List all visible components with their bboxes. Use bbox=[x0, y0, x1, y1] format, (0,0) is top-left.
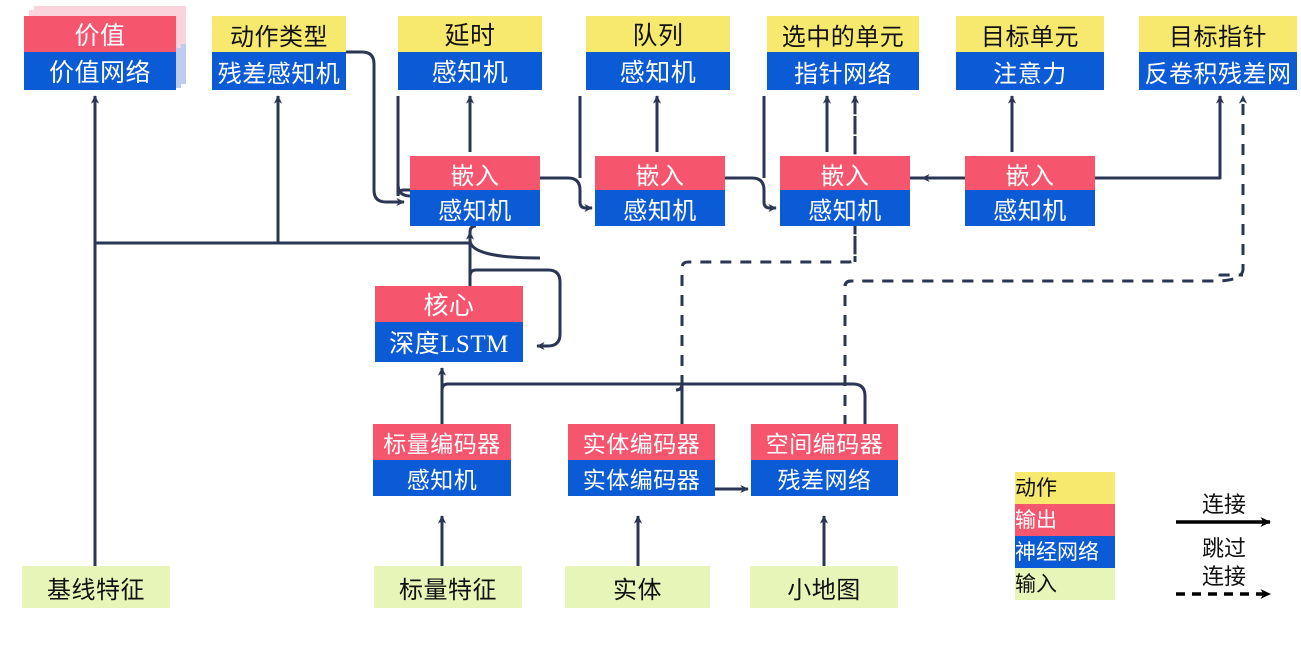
node-delay-top: 延时 bbox=[398, 16, 542, 52]
node-value-top: 价值 bbox=[24, 16, 176, 52]
node-value[interactable]: 价值 价值网络 bbox=[24, 16, 176, 90]
legend-swatch-output: 输出 bbox=[1015, 504, 1115, 536]
node-delay[interactable]: 延时 感知机 bbox=[398, 16, 542, 90]
node-input-minimap-label: 小地图 bbox=[750, 566, 898, 608]
node-core[interactable]: 核心 深度LSTM bbox=[375, 286, 523, 362]
node-selected-unit-bottom: 指针网络 bbox=[767, 52, 919, 90]
node-embed-3-bottom: 感知机 bbox=[780, 190, 910, 226]
node-entity-encoder-bottom: 实体编码器 bbox=[568, 460, 715, 496]
legend-swatches: 动作 输出 神经网络 输入 bbox=[1015, 472, 1115, 600]
node-target-unit-bottom: 注意力 bbox=[956, 52, 1104, 90]
node-selected-unit[interactable]: 选中的单元 指针网络 bbox=[767, 16, 919, 90]
node-embed-4-bottom: 感知机 bbox=[965, 190, 1095, 226]
node-selected-unit-top: 选中的单元 bbox=[767, 16, 919, 52]
legend-swatch-network: 神经网络 bbox=[1015, 536, 1115, 568]
node-embed-1-bottom: 感知机 bbox=[410, 190, 540, 226]
node-embed-2-bottom: 感知机 bbox=[595, 190, 725, 226]
node-embed-4[interactable]: 嵌入 感知机 bbox=[965, 156, 1095, 226]
node-target-pointer-bottom: 反卷积残差网 bbox=[1139, 52, 1297, 90]
node-input-scalar[interactable]: 标量特征 bbox=[374, 566, 522, 608]
node-input-entity[interactable]: 实体 bbox=[565, 566, 710, 608]
legend-skip-label-line2: 连接 bbox=[1201, 564, 1246, 589]
node-queue-top: 队列 bbox=[586, 16, 730, 52]
node-input-minimap[interactable]: 小地图 bbox=[750, 566, 898, 608]
node-target-unit-top: 目标单元 bbox=[956, 16, 1104, 52]
node-entity-encoder[interactable]: 实体编码器 实体编码器 bbox=[568, 424, 715, 496]
node-entity-encoder-top: 实体编码器 bbox=[568, 424, 715, 460]
node-embed-3[interactable]: 嵌入 感知机 bbox=[780, 156, 910, 226]
node-embed-4-top: 嵌入 bbox=[965, 156, 1095, 190]
node-spatial-encoder-bottom: 残差网络 bbox=[751, 460, 898, 496]
node-input-scalar-label: 标量特征 bbox=[374, 566, 522, 608]
node-target-pointer-top: 目标指针 bbox=[1139, 16, 1297, 52]
node-action-type[interactable]: 动作类型 残差感知机 bbox=[212, 16, 346, 90]
node-embed-1[interactable]: 嵌入 感知机 bbox=[410, 156, 540, 226]
node-value-bottom: 价值网络 bbox=[24, 52, 176, 90]
node-embed-1-top: 嵌入 bbox=[410, 156, 540, 190]
legend-skip-label-line1: 跳过 bbox=[1201, 536, 1246, 561]
legend-connection-label: 连接 bbox=[1201, 492, 1246, 517]
node-input-entity-label: 实体 bbox=[565, 566, 710, 608]
node-scalar-encoder-top: 标量编码器 bbox=[373, 424, 511, 460]
node-embed-3-top: 嵌入 bbox=[780, 156, 910, 190]
node-input-baseline-label: 基线特征 bbox=[22, 566, 170, 608]
node-scalar-encoder[interactable]: 标量编码器 感知机 bbox=[373, 424, 511, 496]
node-delay-bottom: 感知机 bbox=[398, 52, 542, 90]
legend-swatch-action: 动作 bbox=[1015, 472, 1115, 504]
node-spatial-encoder[interactable]: 空间编码器 残差网络 bbox=[751, 424, 898, 496]
node-input-baseline[interactable]: 基线特征 bbox=[22, 566, 170, 608]
node-action-type-bottom: 残差感知机 bbox=[212, 52, 346, 90]
node-embed-2-top: 嵌入 bbox=[595, 156, 725, 190]
node-action-type-top: 动作类型 bbox=[212, 16, 346, 52]
node-target-unit[interactable]: 目标单元 注意力 bbox=[956, 16, 1104, 90]
node-target-pointer[interactable]: 目标指针 反卷积残差网 bbox=[1139, 16, 1297, 90]
node-queue[interactable]: 队列 感知机 bbox=[586, 16, 730, 90]
legend-swatch-input: 输入 bbox=[1015, 568, 1115, 600]
node-core-top: 核心 bbox=[375, 286, 523, 322]
node-core-bottom: 深度LSTM bbox=[375, 322, 523, 362]
node-embed-2[interactable]: 嵌入 感知机 bbox=[595, 156, 725, 226]
legend-arrows bbox=[1176, 517, 1272, 599]
node-scalar-encoder-bottom: 感知机 bbox=[373, 460, 511, 496]
node-spatial-encoder-top: 空间编码器 bbox=[751, 424, 898, 460]
node-queue-bottom: 感知机 bbox=[586, 52, 730, 90]
